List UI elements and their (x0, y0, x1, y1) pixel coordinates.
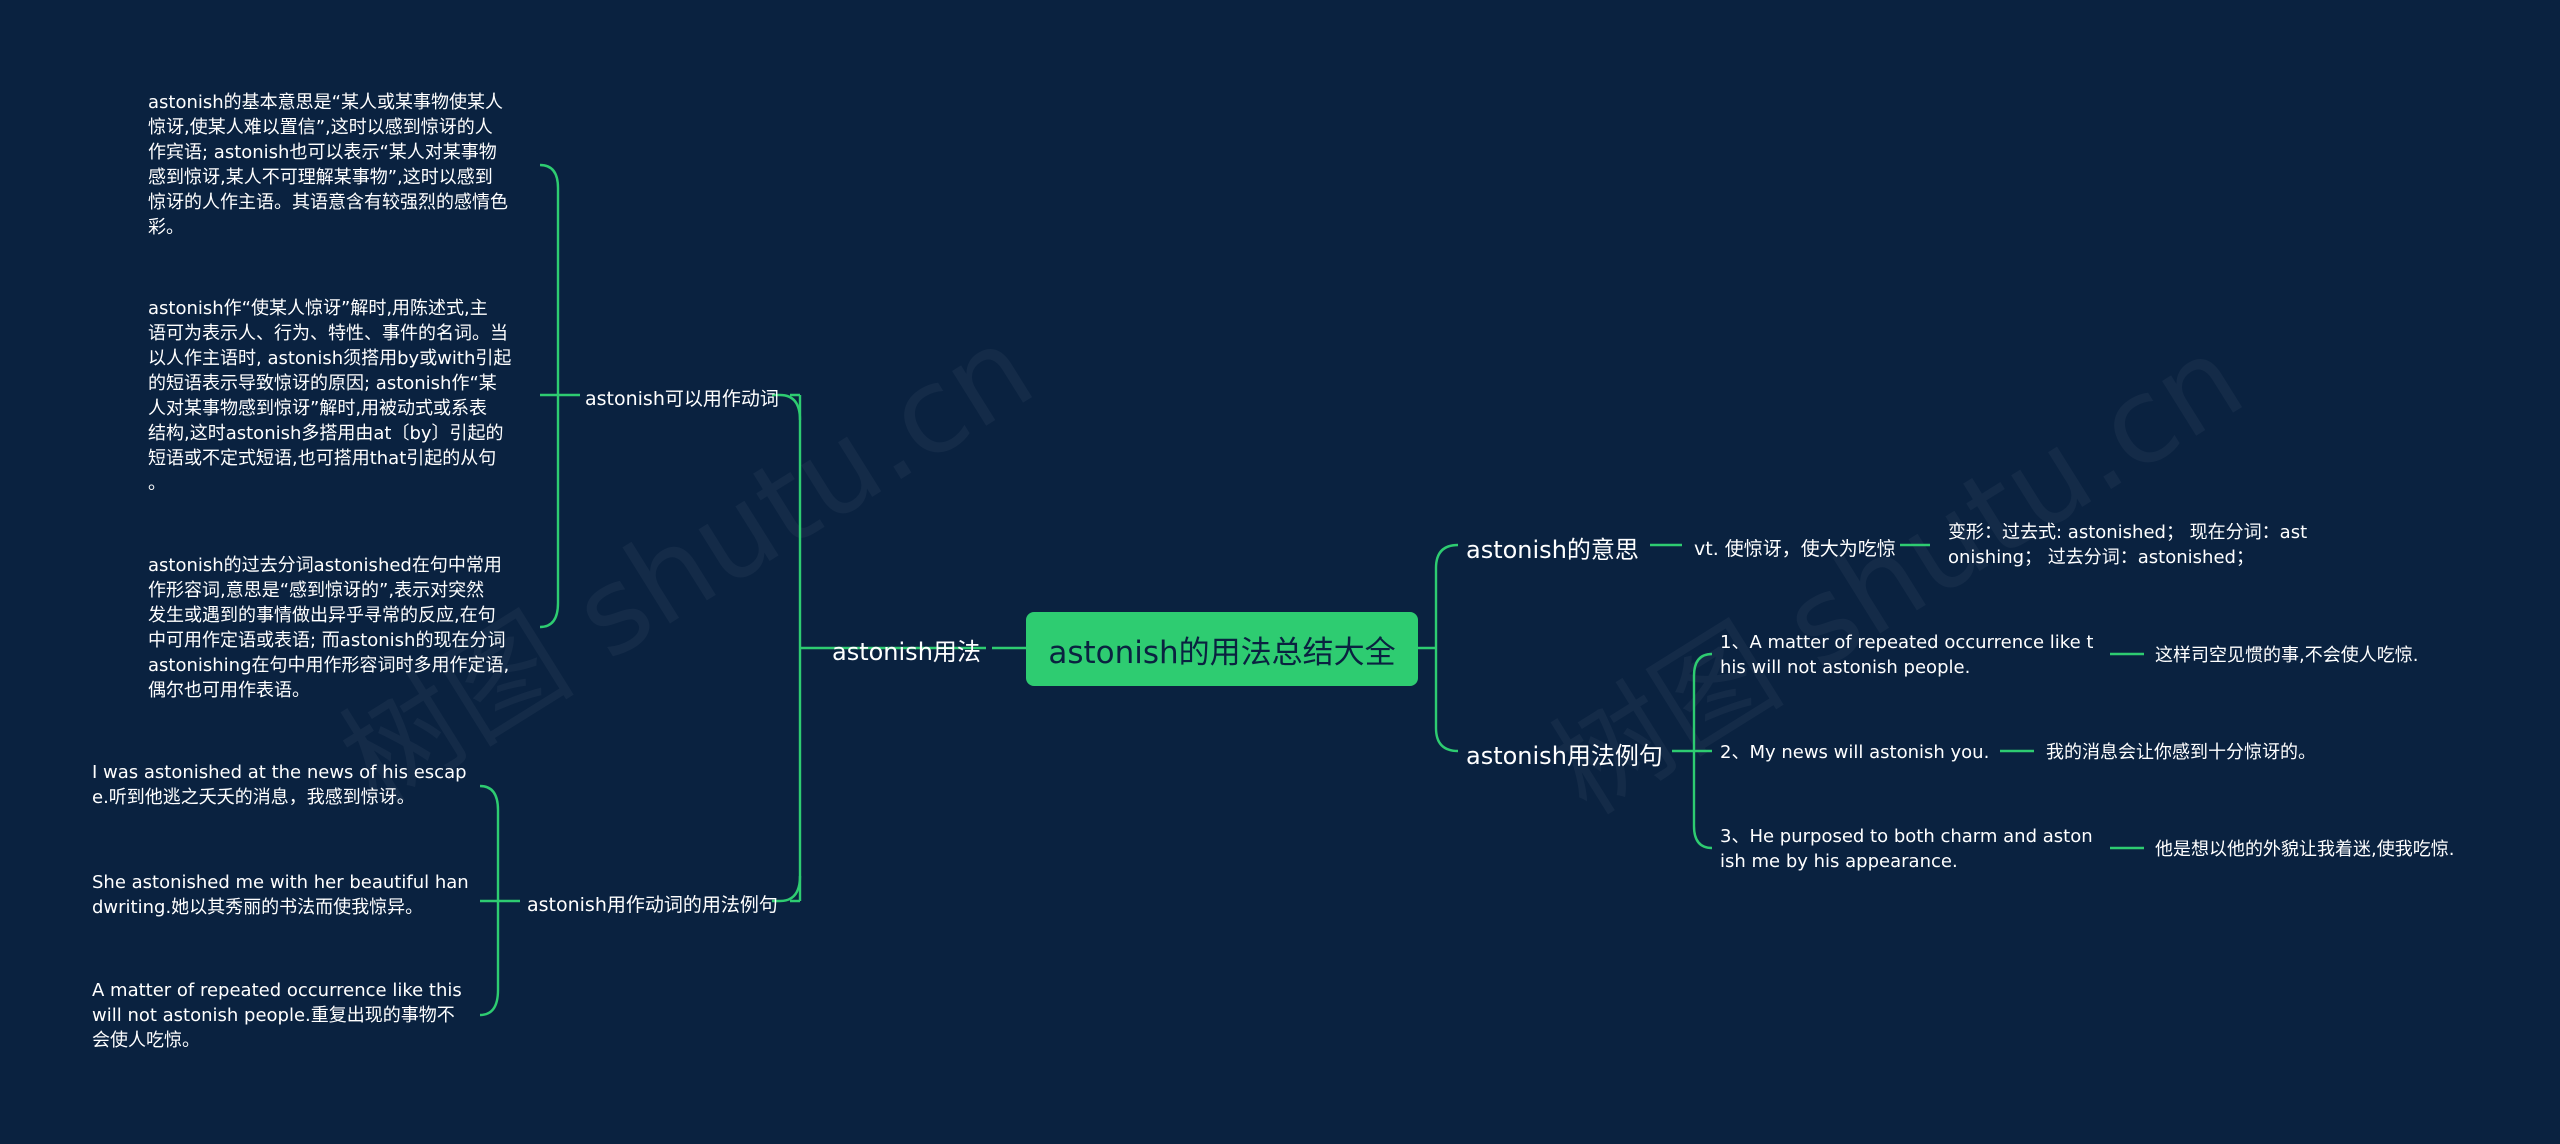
text-line: 以人作主语时, astonish须搭用by或with引起 (148, 348, 512, 369)
verb-paragraph[interactable]: astonish的过去分词astonished在句中常用 作形容词,意思是“感到… (148, 553, 538, 703)
text-line: will not astonish people.重复出现的事物不 (92, 1005, 455, 1026)
text-line: e.听到他逃之夭夭的消息，我感到惊讶。 (92, 787, 415, 808)
text-line: 1、A matter of repeated occurrence like t (1720, 632, 2094, 653)
connector (772, 875, 802, 903)
topic-meaning[interactable]: astonish的意思 (1466, 536, 1639, 564)
connector (539, 602, 560, 629)
topic-verb-usage[interactable]: astonish可以用作动词 (585, 388, 779, 410)
text-line: 结构,这时astonish多搭用由at〔by〕引起的 (148, 423, 504, 444)
example-en[interactable]: 3、He purposed to both charm and aston is… (1720, 824, 2120, 874)
verb-paragraph[interactable]: astonish作“使某人惊讶”解时,用陈述式,主 语可为表示人、行为、特性、事… (148, 296, 538, 496)
topic-usage[interactable]: astonish用法 (832, 638, 981, 666)
text-line: 变形：过去式: astonished； 现在分词：ast (1948, 522, 2308, 543)
text-line: ish me by his appearance. (1720, 851, 1958, 872)
connector (1692, 652, 1713, 677)
text-line: astonishing在句中用作形容词时多用作定语, (148, 655, 510, 676)
connector (1434, 727, 1459, 753)
example-sentence[interactable]: A matter of repeated occurrence like thi… (92, 978, 482, 1053)
topic-examples[interactable]: astonish用法例句 (1466, 742, 1663, 770)
text-line: 的短语表示导致惊讶的原因; astonish作“某 (148, 373, 497, 394)
example-zh[interactable]: 我的消息会让你感到十分惊讶的。 (2046, 742, 2316, 763)
text-line: 3、He purposed to both charm and aston (1720, 826, 2093, 847)
text-line: 中可用作定语或表语; 而astonish的现在分词 (148, 630, 506, 651)
example-zh[interactable]: 他是想以他的外貌让我着迷,使我吃惊. (2155, 839, 2455, 860)
text-line: 短语或不定式短语,也可搭用that引起的从句 (148, 448, 497, 469)
text-line: 惊讶,使某人难以置信”,这时以感到惊讶的人 (148, 117, 493, 138)
connector (479, 784, 500, 811)
verb-paragraph[interactable]: astonish的基本意思是“某人或某事物使某人 惊讶,使某人难以置信”,这时以… (148, 90, 538, 240)
example-en[interactable]: 2、My news will astonish you. (1720, 740, 2020, 765)
text-line: his will not astonish people. (1720, 657, 1971, 678)
example-sentence[interactable]: She astonished me with her beautiful han… (92, 870, 482, 920)
example-en[interactable]: 1、A matter of repeated occurrence like t… (1720, 630, 2120, 680)
connector (539, 163, 560, 189)
meaning-definition[interactable]: vt. 使惊讶，使大为吃惊 (1694, 538, 1896, 560)
text-line: 会使人吃惊。 (92, 1030, 200, 1051)
text-line: astonish的基本意思是“某人或某事物使某人 (148, 92, 503, 113)
text-line: 语可为表示人、行为、特性、事件的名词。当 (148, 323, 508, 344)
connector (772, 393, 802, 421)
connector (790, 393, 802, 903)
text-line: 惊讶的人作主语。其语意含有较强烈的感情色 (148, 192, 508, 213)
text-line: 感到惊讶,某人不可理解某事物”,这时以感到 (148, 167, 493, 188)
text-line: astonish作“使某人惊讶”解时,用陈述式,主 (148, 298, 488, 319)
text-line: onishing； 过去分词：astonished； (1948, 547, 2254, 568)
text-line: A matter of repeated occurrence like thi… (92, 980, 462, 1001)
text-line: 2、My news will astonish you. (1720, 742, 1990, 763)
text-line: 彩。 (148, 217, 184, 238)
text-line: She astonished me with her beautiful han (92, 872, 469, 893)
word-forms[interactable]: 变形：过去式: astonished； 现在分词：ast onishing； 过… (1948, 520, 2368, 570)
text-line: 。 (148, 473, 166, 494)
connector (1692, 825, 1713, 850)
text-line: 作形容词,意思是“感到惊讶的”,表示对突然 (148, 580, 485, 601)
text-line: 作宾语; astonish也可以表示“某人对某事物 (148, 142, 497, 163)
example-sentence[interactable]: I was astonished at the news of his esca… (92, 760, 482, 810)
connector (1434, 543, 1459, 569)
text-line: I was astonished at the news of his esca… (92, 762, 467, 783)
text-line: astonish的过去分词astonished在句中常用 (148, 555, 502, 576)
text-line: 人对某事物感到惊讶”解时,用被动式或系表 (148, 398, 488, 419)
root-topic[interactable]: astonish的用法总结大全 (1026, 612, 1418, 686)
connector (479, 989, 500, 1017)
text-line: dwriting.她以其秀丽的书法而使我惊异。 (92, 897, 424, 918)
example-zh[interactable]: 这样司空见惯的事,不会使人吃惊. (2155, 645, 2419, 666)
text-line: 发生或遇到的事情做出异乎寻常的反应,在句 (148, 605, 496, 626)
topic-verb-examples[interactable]: astonish用作动词的用法例句 (527, 894, 778, 916)
text-line: 偶尔也可用作表语。 (148, 680, 310, 701)
